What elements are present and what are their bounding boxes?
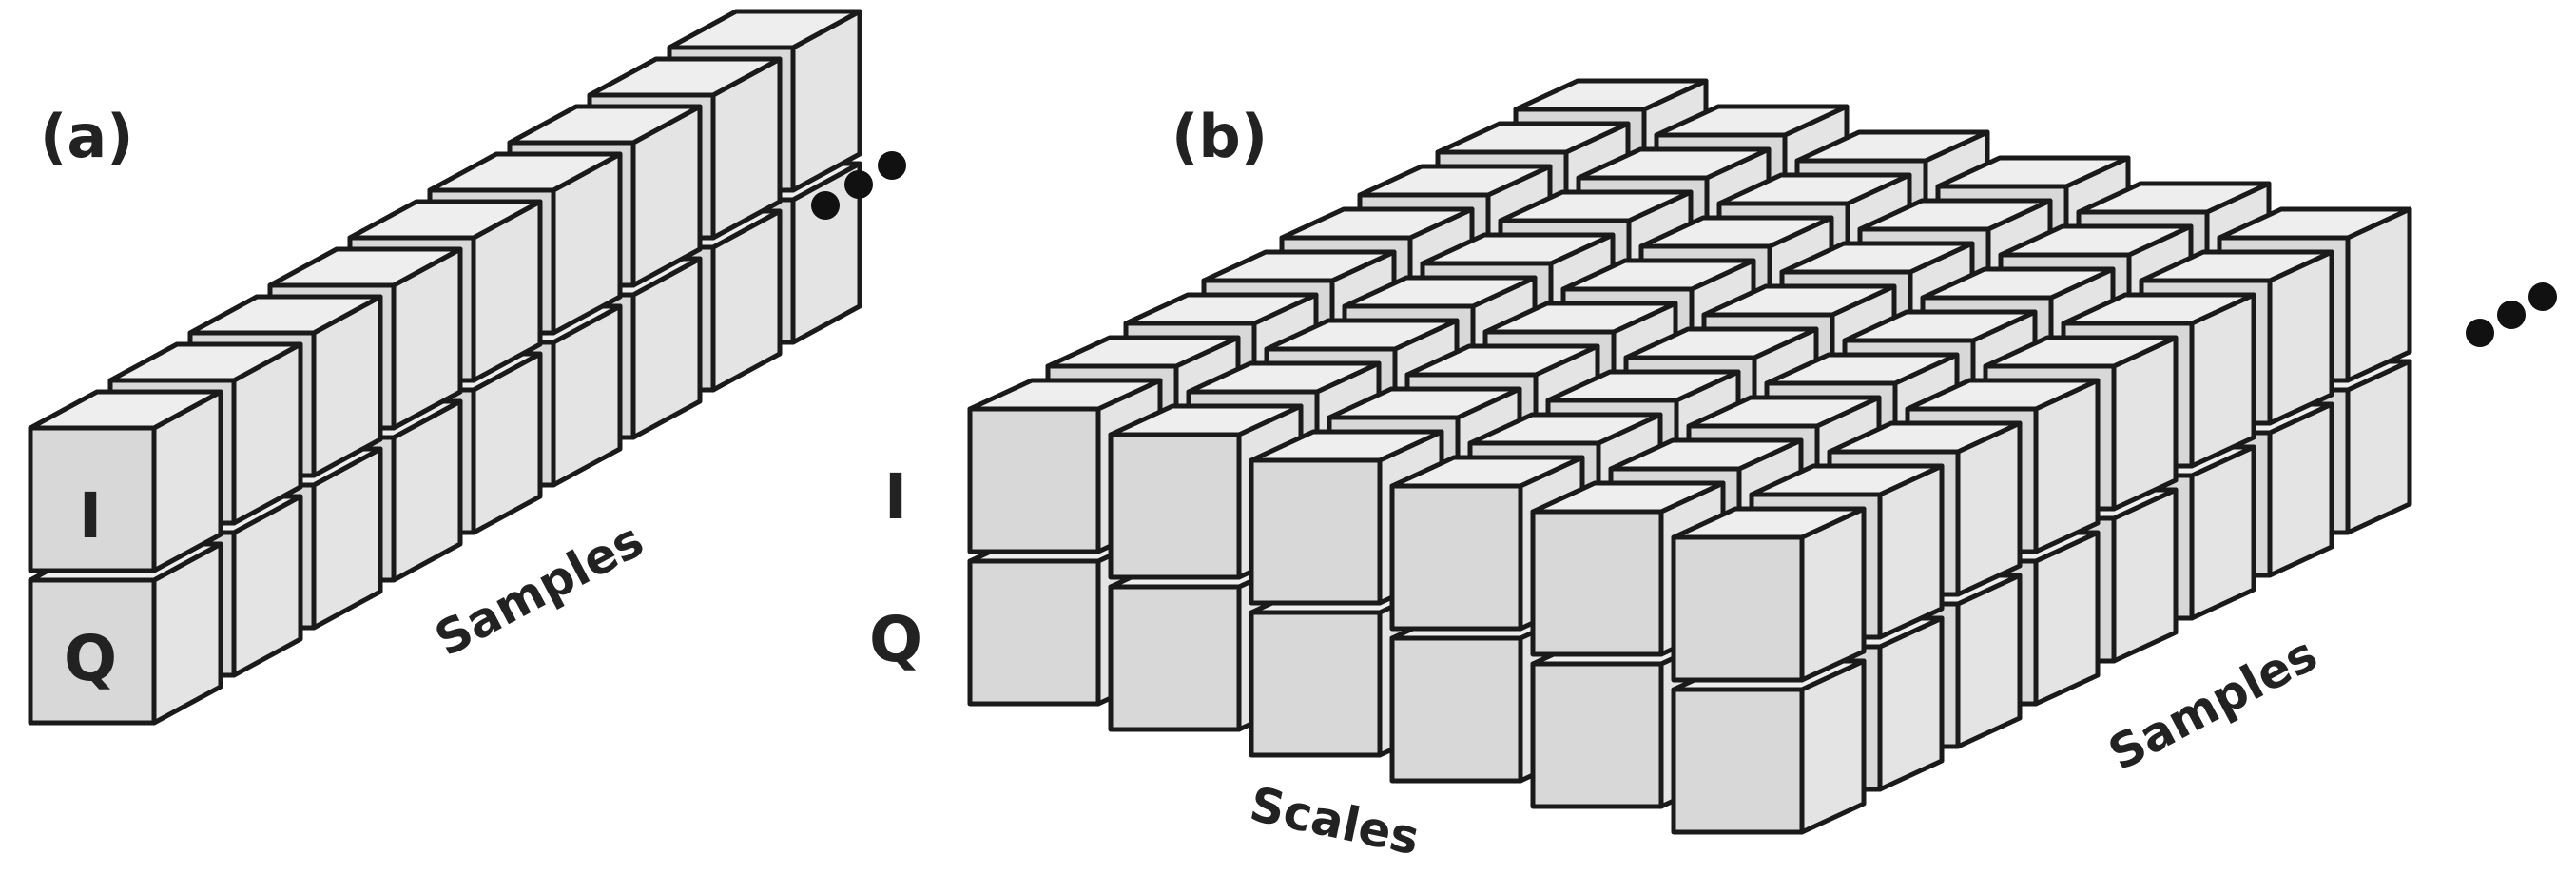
- panel-b-scale-sample-grid: (b) I Q Scales Samples: [869, 78, 2557, 865]
- panel-a-label: (a): [40, 102, 134, 171]
- panel-b-scales-axis-label: Scales: [1245, 776, 1424, 865]
- panel-b-channel-q-label: Q: [869, 603, 922, 676]
- cube: [1671, 506, 1867, 683]
- cube-front-face: [1249, 457, 1383, 606]
- cube: [1671, 658, 1867, 835]
- cube: [28, 389, 223, 573]
- panel-a-cubes: [28, 9, 862, 726]
- ellipsis-dot: [2497, 301, 2526, 329]
- cube-front-face: [28, 425, 157, 573]
- ellipsis-dot: [844, 170, 873, 199]
- panel-a-channel-q-label: Q: [64, 622, 117, 695]
- cube-front-face: [1108, 432, 1242, 580]
- cube-front-face: [1249, 610, 1383, 758]
- panel-b-label: (b): [1172, 102, 1268, 171]
- panel-a-sample-column: (a) I Q Samples: [28, 9, 906, 726]
- panel-b-cubes: [967, 78, 2412, 835]
- cube-front-face: [1530, 661, 1664, 809]
- ellipsis-dot: [2528, 282, 2557, 311]
- cube-front-face: [1530, 509, 1664, 657]
- cube-front-face: [1389, 635, 1523, 784]
- cube: [28, 541, 223, 726]
- panel-b-ellipsis: [2466, 282, 2557, 347]
- panel-a-channel-i-label: I: [79, 479, 103, 553]
- cube-front-face: [967, 406, 1101, 554]
- cube-front-face: [1671, 534, 1805, 683]
- cube-front-face: [28, 577, 157, 726]
- ellipsis-dot: [2466, 319, 2494, 347]
- cube-front-face: [1108, 584, 1242, 732]
- ellipsis-dot: [811, 191, 840, 220]
- panel-a-ellipsis: [811, 151, 906, 220]
- panel-b-channel-i-label: I: [884, 460, 908, 534]
- ellipsis-dot: [878, 151, 906, 180]
- cube-front-face: [1389, 483, 1523, 632]
- cube-front-face: [1671, 687, 1805, 835]
- cube-front-face: [967, 558, 1101, 707]
